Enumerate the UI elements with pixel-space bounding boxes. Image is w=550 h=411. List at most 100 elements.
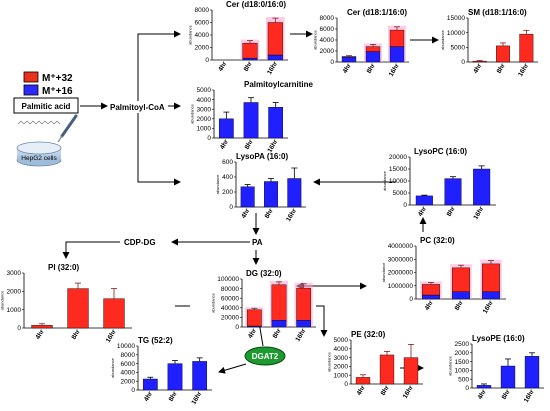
x-tick-label: 8hr [264, 207, 275, 220]
y-tick-label: 2000 [197, 116, 212, 123]
chart-lysopc: LysoPC (16:0)05000100001500020000abundan… [382, 147, 496, 221]
y-tick-label: 4000 [197, 97, 212, 104]
y-tick-label: 2000 [121, 378, 136, 385]
bar-m32 [355, 377, 371, 385]
x-tick-label: 4hr [477, 388, 488, 401]
chart-palmcarn: Palmitoylcarnitine010002000300040005000a… [190, 80, 314, 154]
bar-m16 [268, 107, 284, 139]
y-tick-label: 6000 [195, 20, 210, 27]
y-tick-label: 0 [465, 385, 469, 392]
y-tick-label: 4000 [121, 370, 136, 377]
y-axis-label: abundance [440, 29, 445, 50]
x-tick-label: 4hr [219, 138, 230, 151]
pipette-icon [57, 114, 78, 143]
y-axis-label: abundance [0, 290, 5, 311]
chart-dg: DG (32:0)020000400006000080000100000abun… [210, 269, 316, 343]
x-tick-label: 4hr [247, 327, 258, 340]
y-tick-label: 80000 [221, 286, 239, 293]
y-tick-label: 0 [330, 59, 334, 66]
chart-title: PC (32:0) [420, 236, 455, 245]
y-tick-label: 1000 [7, 307, 22, 314]
y-tick-label: 5000 [393, 190, 408, 197]
x-tick-label: 16hr [482, 299, 495, 315]
y-tick-label: 200 [222, 189, 233, 196]
x-tick-label: 4hr [342, 62, 353, 75]
y-tick-label: 1000 [197, 126, 212, 133]
bar-m16 [240, 186, 255, 208]
chart-title: SM (d18:1/16:0) [468, 8, 527, 17]
y-tick-label: 10000 [389, 178, 407, 185]
bar-m32 [242, 42, 258, 59]
y-tick-label: 10000 [447, 30, 465, 37]
x-tick-label: 16hr [388, 62, 401, 78]
chart-title: LysoPC (16:0) [414, 147, 467, 156]
x-tick-label: 16hr [266, 60, 279, 76]
y-tick-label: 60000 [221, 295, 239, 302]
y-tick-label: 40000 [221, 305, 239, 312]
y-tick-label: 20000 [221, 315, 239, 322]
x-tick-label: 8hr [501, 388, 512, 401]
x-tick-label: 4hr [240, 207, 251, 220]
x-tick-label: 16hr [105, 328, 118, 344]
dgat2-enzyme [244, 346, 286, 366]
x-tick-label: 16hr [517, 62, 530, 78]
y-tick-label: 1000 [455, 368, 470, 375]
chart-title: Palmitoylcarnitine [244, 80, 313, 89]
bar-m16 [500, 365, 516, 389]
cdp-dg-label: CDP-DG [124, 238, 156, 247]
x-tick-label: 8hr [446, 205, 457, 218]
legend-label-m16: M⁺+16 [42, 86, 73, 97]
bar-m16 [142, 378, 158, 391]
y-tick-label: 5000 [451, 45, 466, 52]
chart-title: Cer (d18:0/16:0) [226, 0, 286, 9]
y-axis-label: abundance [215, 174, 220, 195]
bar-m16 [476, 385, 492, 389]
y-tick-label: 4000 [320, 37, 335, 44]
arrow-coa-to-cer [137, 30, 181, 101]
chart-title: DG (32:0) [246, 269, 282, 278]
y-tick-label: 8000 [121, 352, 136, 359]
pa-label: PA [252, 238, 263, 247]
bar-m32 [246, 309, 262, 327]
chart-sm: SM (d18:1/16:0)050001000015000abundance4… [440, 8, 538, 78]
bar-m16 [422, 294, 440, 300]
chart-title: PE (32:0) [351, 330, 386, 339]
x-tick-label: 4hr [143, 390, 154, 403]
y-tick-label: 500 [458, 376, 469, 383]
palmitate-structure-icon [17, 120, 61, 125]
x-tick-label: 4hr [417, 205, 428, 218]
bar-m32 [452, 267, 470, 292]
y-axis-label: abundance [110, 357, 115, 378]
y-tick-label: 3000 [197, 106, 212, 113]
y-tick-label: 0 [344, 381, 348, 388]
x-tick-label: 8hr [366, 62, 377, 75]
x-tick-label: 8hr [496, 62, 507, 75]
x-tick-label: 16hr [294, 327, 307, 343]
x-tick-label: 8hr [168, 390, 179, 403]
y-tick-label: 2000 [320, 48, 335, 55]
legend-swatch-blue [23, 84, 39, 96]
bar-m16 [444, 178, 462, 206]
y-axis-label: abundance [190, 103, 195, 124]
chart-cer161: Cer (d18:1/16:0)02000400060008000abundan… [313, 8, 409, 78]
y-axis-label: abundance [313, 29, 318, 50]
chart-tg: TG (52:2)0200040006000800010000abundance… [110, 336, 212, 406]
y-tick-label: 3000 [334, 355, 349, 362]
bar-m16 [192, 361, 208, 391]
legend-label-m32: M⁺+32 [42, 73, 73, 84]
bar-m16 [243, 102, 259, 139]
y-tick-label: 100000 [217, 276, 239, 283]
hepg2-dish-icon: HepG2 cells [16, 141, 62, 167]
y-tick-label: 1000000 [388, 283, 414, 290]
bar-m32 [365, 46, 381, 52]
dgat2-label: DGAT2 [252, 352, 279, 361]
bar-m16 [473, 168, 491, 206]
y-tick-label: 2000 [7, 289, 22, 296]
bar-m16 [264, 181, 278, 208]
y-tick-label: 6000 [121, 361, 136, 368]
y-tick-label: 4000 [195, 32, 210, 39]
chart-lysope: LysoPE (16:0)05001000150020002500abundan… [448, 334, 544, 404]
y-axis-label: abundance [210, 292, 215, 313]
bar-m32 [519, 33, 534, 63]
bar-m16 [415, 195, 433, 206]
